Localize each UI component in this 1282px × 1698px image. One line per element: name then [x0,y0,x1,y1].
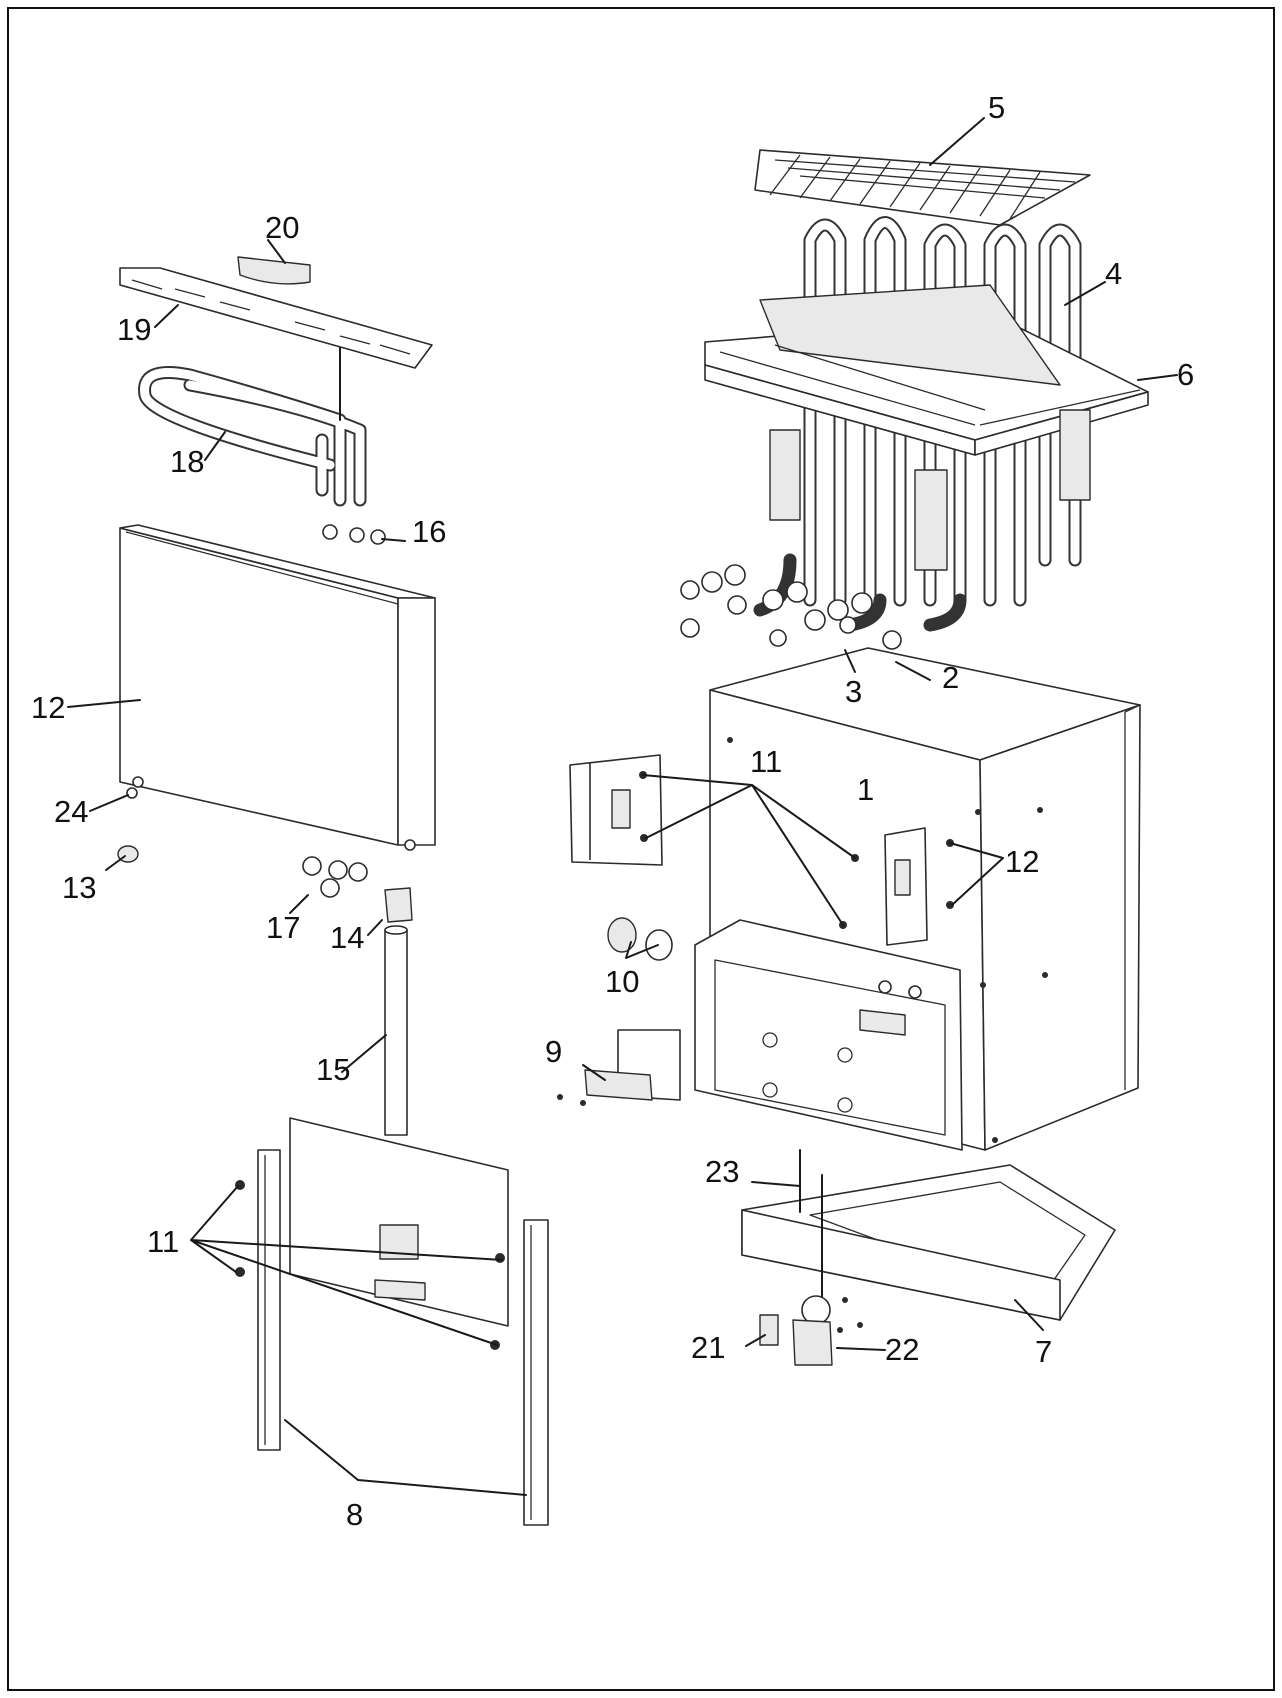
part-5-stone-grate [754,149,1091,226]
callout-7: 7 [1035,1334,1052,1369]
callout-17: 16 [412,514,446,549]
callout-5: 5 [988,90,1005,125]
callout-23: 22 [885,1332,919,1367]
callout-12: 12 [1005,844,1039,879]
part-19-small-element [138,344,367,507]
callout-15: 14 [330,920,364,955]
callout-1: 1 [857,772,874,807]
wall-mount-plate [289,1117,509,1327]
callout-18: 17 [266,910,300,945]
callout-25: 24 [54,794,88,829]
part-10-grommets [607,917,673,961]
callout-13: 12 [31,690,65,725]
part-20-top-shield [119,267,433,369]
control-box [694,919,963,1151]
part-8-legs [257,1149,549,1526]
callout-21: 20 [265,210,299,245]
callout-6: 6 [1177,357,1194,392]
parts-11-12-brackets [569,754,954,946]
page-border [7,7,1275,1691]
callout-3: 3 [845,674,862,709]
small-fittings [117,524,413,923]
parts-2-3-nuts-washers [680,564,902,650]
part-24-sensor-rod [799,1149,823,1301]
callout-labels: 5 4 6 2 3 1 11 12 10 9 23 21 22 7 8 11 1… [31,90,1194,1532]
leader-lines [67,117,1178,1496]
callout-8: 8 [346,1497,363,1532]
part-21-clip [237,256,311,285]
parts-22-23-thermostat [759,1295,863,1366]
callout-9: 9 [545,1034,562,1069]
callout-19: 18 [170,444,204,479]
part-9-terminal-block [557,1029,681,1106]
callout-11-lower: 11 [147,1224,179,1259]
callout-16: 15 [316,1052,350,1087]
callout-4: 4 [1105,256,1122,291]
callout-20: 19 [117,312,151,347]
part-4-heating-elements [753,216,1082,632]
part-13-front-panel [119,524,436,851]
part-16-pipe [384,925,408,1136]
part-7-base-tray [741,1164,1116,1321]
callout-22: 21 [691,1330,725,1365]
callout-2: 2 [942,660,959,695]
part-6-top-frame [704,284,1149,571]
callout-14: 13 [62,870,96,905]
callout-11-upper: 11 [750,744,782,779]
callout-10: 10 [605,964,639,999]
callout-24: 23 [705,1154,739,1189]
